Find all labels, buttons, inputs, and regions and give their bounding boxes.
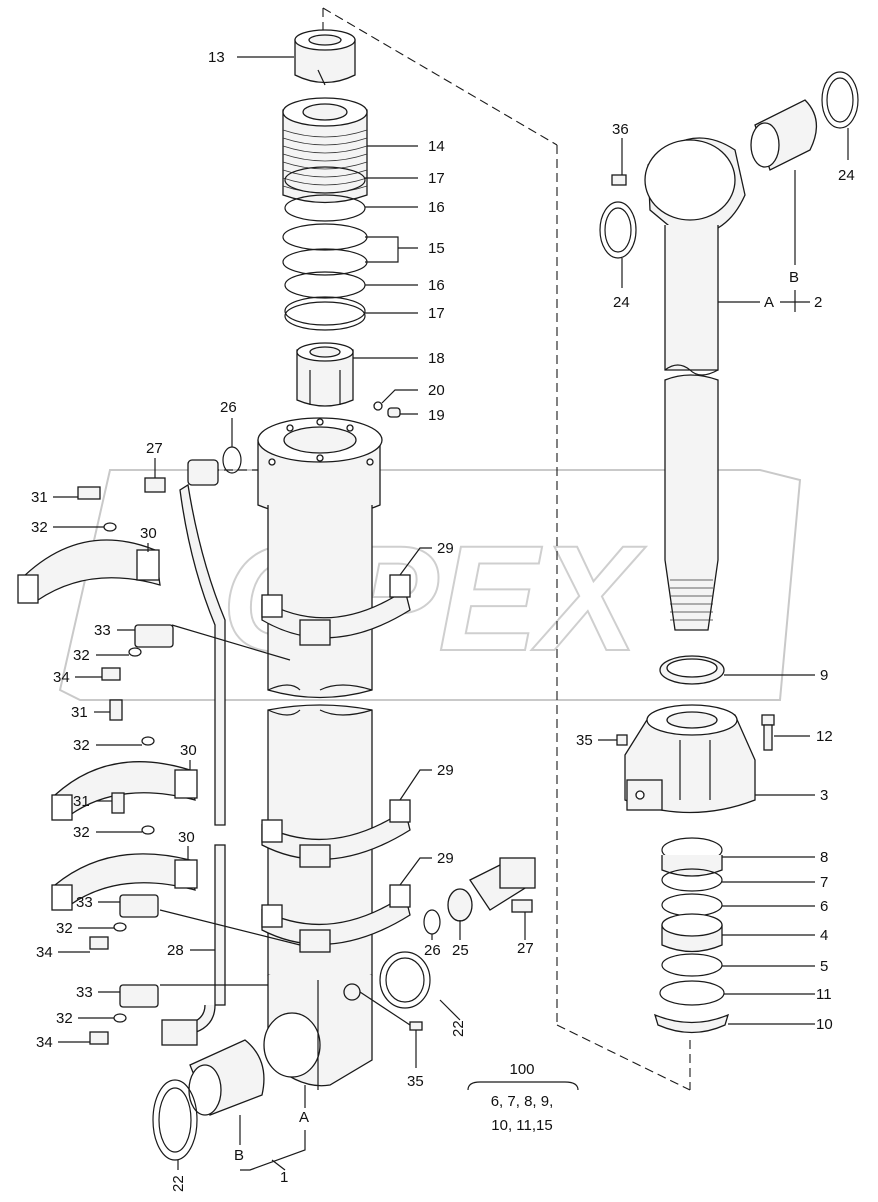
callout-36: 36 <box>612 121 629 138</box>
callout-17-upper: 17 <box>428 170 445 187</box>
callout-35-right: 35 <box>576 732 593 749</box>
callout-4: 4 <box>820 927 828 944</box>
callout-28: 28 <box>167 942 184 959</box>
clamp-29-b <box>261 799 411 868</box>
callout-22-left: 22 <box>170 1175 187 1192</box>
callout-30-b: 30 <box>180 742 197 759</box>
seal-stack-4-11 <box>653 837 730 1034</box>
callout-34-b: 34 <box>36 944 53 961</box>
clamp-30-c <box>51 853 198 911</box>
kit-note-100: 100 6, 7, 8, 9, 10, 11,15 <box>491 1061 554 1134</box>
callout-26-lower: 26 <box>424 942 441 959</box>
wiper-ring-13 <box>294 29 356 86</box>
callout-19: 19 <box>428 407 445 424</box>
callout-18: 18 <box>428 350 445 367</box>
callout-7: 7 <box>820 874 828 891</box>
kit-line-2: 10, 11,15 <box>491 1117 552 1134</box>
clamp-30-a <box>17 539 161 604</box>
callout-32-e: 32 <box>56 920 73 937</box>
hose-fitting-25 <box>423 857 536 935</box>
callout-3: 3 <box>820 787 828 804</box>
oring-24-left <box>599 201 637 259</box>
exploded-view-outline <box>210 7 691 1091</box>
callout-24-right: 24 <box>838 167 855 184</box>
piston-rod-2 <box>644 137 746 631</box>
callout-32-d: 32 <box>73 824 90 841</box>
oring-22-left <box>152 1079 198 1161</box>
callout-27-upper: 27 <box>146 440 163 457</box>
grease-fitting-36 <box>611 150 627 186</box>
callout-A-right: A <box>764 294 774 311</box>
callout-16-lower: 16 <box>428 277 445 294</box>
callout-A-left: A <box>299 1109 309 1126</box>
callout-20: 20 <box>428 382 445 399</box>
grease-fitting-35-right <box>616 734 628 746</box>
callout-30-c: 30 <box>178 829 195 846</box>
callout-12: 12 <box>816 728 833 745</box>
bolt-12 <box>761 714 775 751</box>
callout-35-left: 35 <box>407 1073 424 1090</box>
piston-3 <box>624 704 756 814</box>
callout-labels: 13 14 17 16 15 16 17 18 20 19 26 27 31 3… <box>31 49 855 1192</box>
callout-31-a: 31 <box>31 489 48 506</box>
kit-number: 100 <box>509 1061 534 1078</box>
callout-8: 8 <box>820 849 828 866</box>
callout-22-right: 22 <box>450 1020 467 1037</box>
callout-6: 6 <box>820 898 828 915</box>
grease-fitting-35-left <box>409 1021 423 1031</box>
callout-25: 25 <box>452 942 469 959</box>
clamp-29-a <box>261 574 411 646</box>
leader-lines <box>53 56 849 1171</box>
callout-34-c: 34 <box>36 1034 53 1051</box>
seal-rings-15-17 <box>282 166 368 331</box>
callout-29-c: 29 <box>437 850 454 867</box>
callout-14: 14 <box>428 138 445 155</box>
callout-16-upper: 16 <box>428 199 445 216</box>
callout-10: 10 <box>816 1016 833 1033</box>
callout-29-b: 29 <box>437 762 454 779</box>
blocks-33 <box>119 624 174 1008</box>
callout-31-b: 31 <box>71 704 88 721</box>
gland-14 <box>282 97 368 204</box>
ring-9 <box>659 655 725 685</box>
bushing-left-B <box>188 1039 265 1116</box>
clamp-29-c <box>261 884 411 953</box>
callout-32-f: 32 <box>56 1010 73 1027</box>
callout-33-b: 33 <box>76 894 93 911</box>
callout-26-upper: 26 <box>220 399 237 416</box>
callout-27-lower: 27 <box>517 940 534 957</box>
callout-11: 11 <box>816 986 832 1003</box>
callout-24-left: 24 <box>613 294 630 311</box>
oring-22-right <box>379 951 431 1009</box>
callout-1: 1 <box>280 1169 288 1186</box>
ball-20-screw-19 <box>373 401 401 418</box>
kit-line-1: 6, 7, 8, 9, <box>491 1093 554 1110</box>
clamp-30-b <box>51 761 198 821</box>
callout-33-a: 33 <box>94 622 111 639</box>
callout-29-a: 29 <box>437 540 454 557</box>
callout-17-lower: 17 <box>428 305 445 322</box>
callout-13: 13 <box>208 49 225 66</box>
cylinder-tube-1 <box>257 417 383 1090</box>
nut-18 <box>296 342 354 407</box>
callout-5: 5 <box>820 958 828 975</box>
callout-34-a: 34 <box>53 669 70 686</box>
callout-B-left: B <box>234 1147 244 1164</box>
callout-30-a: 30 <box>140 525 157 542</box>
callout-32-a: 32 <box>31 519 48 536</box>
callout-32-c: 32 <box>73 737 90 754</box>
callout-2: 2 <box>814 294 822 311</box>
callout-9: 9 <box>820 667 828 684</box>
callout-15: 15 <box>428 240 445 257</box>
bushing-right-B <box>750 99 817 171</box>
callout-B-right: B <box>789 269 799 286</box>
oring-24-right <box>821 71 859 129</box>
callout-33-c: 33 <box>76 984 93 1001</box>
callout-32-b: 32 <box>73 647 90 664</box>
bolts-31-34 <box>77 486 155 1045</box>
callout-31-c: 31 <box>73 793 90 810</box>
